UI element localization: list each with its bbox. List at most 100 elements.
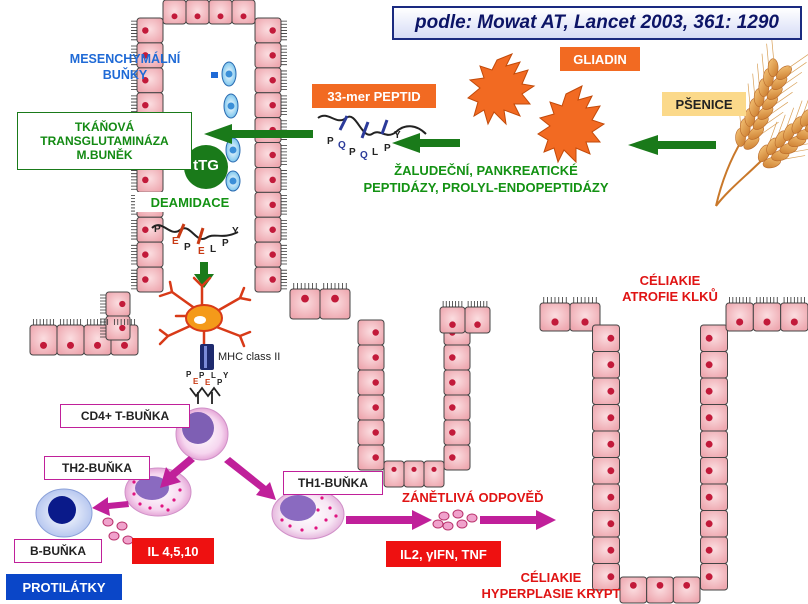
microvillus-brush <box>281 269 287 290</box>
cell-nucleus <box>736 318 744 326</box>
cell-nucleus <box>705 573 713 581</box>
crypt-hyperplasia-label: CÉLIAKIE HYPERPLASIE KRYPT <box>481 570 621 601</box>
epithelial-cell <box>136 241 164 268</box>
epithelial-cell <box>592 483 620 511</box>
cd4-t-cell-box: CD4+ T-BUŇKA <box>60 404 190 428</box>
microvillus-brush <box>59 319 82 325</box>
cell-nucleus <box>449 429 456 436</box>
microvillus-brush <box>729 297 751 303</box>
epithelial-cell <box>357 369 385 396</box>
dendritic-cell-icon <box>158 276 252 348</box>
epithelial-cell <box>443 394 471 421</box>
epithelial-cell <box>592 324 620 352</box>
microvillus-brush <box>281 20 287 41</box>
cell-nucleus <box>607 334 615 342</box>
cell-nucleus <box>119 324 126 332</box>
epithelial-cell <box>439 306 466 334</box>
cell-nucleus <box>705 387 713 395</box>
epithelial-cell <box>700 377 728 405</box>
epithelial-cell <box>254 241 282 268</box>
microvillus-brush <box>113 319 136 325</box>
cell-nucleus <box>705 467 713 475</box>
epithelial-cell <box>592 430 620 458</box>
microvillus-brush <box>131 195 137 215</box>
gliadin-protein-icon <box>467 53 606 164</box>
cell-nucleus <box>372 404 379 411</box>
tcr-receptor-icon <box>189 386 221 404</box>
cell-nucleus <box>607 440 615 448</box>
microvillus-brush <box>281 244 287 265</box>
cytokines-th2 <box>102 517 134 545</box>
epithelial-cell <box>700 483 728 511</box>
microvillus-brush <box>131 269 137 290</box>
epithelial-cell <box>592 404 620 432</box>
epithelial-cell <box>700 430 728 458</box>
wheat-box: PŠENICE <box>662 92 746 116</box>
cell-nucleus <box>474 321 481 328</box>
cell-nucleus <box>171 13 178 20</box>
microvillus-brush <box>293 283 317 289</box>
cell-nucleus <box>449 321 456 328</box>
epithelial-cell <box>700 563 728 591</box>
cell-nucleus <box>93 341 102 349</box>
cell-nucleus <box>607 414 615 422</box>
microvillus-brush <box>783 297 805 303</box>
gliadin-box: GLIADIN <box>560 47 640 71</box>
cell-nucleus <box>629 581 637 589</box>
cell-nucleus <box>607 361 615 369</box>
cell-nucleus <box>240 13 247 20</box>
inflammatory-response-label: ZÁNĚTLIVÁ ODPOVĚĎ <box>402 490 544 505</box>
microvillus-brush <box>131 20 137 41</box>
microvilli <box>32 20 805 338</box>
cell-nucleus <box>66 341 75 349</box>
mesenchymal-cells-label: MESENCHYMÁLNÍ BUŇKY <box>69 52 181 82</box>
epithelial-cell <box>357 394 385 421</box>
microvillus-brush <box>573 297 597 303</box>
epithelial-cell <box>231 0 256 25</box>
microvillus-brush <box>131 170 137 190</box>
epithelial-cell <box>185 0 210 25</box>
epithelial-cell <box>136 166 164 193</box>
cell-nucleus <box>705 493 713 501</box>
cell-nucleus <box>763 318 771 326</box>
b-cell-box: B-BUŇKA <box>14 539 102 563</box>
cell-nucleus <box>142 276 149 283</box>
cell-nucleus <box>269 201 276 209</box>
microvillus-brush <box>281 219 287 240</box>
cell-nucleus <box>301 294 309 303</box>
th1-cell-icon <box>271 488 345 540</box>
epithelial-cell <box>254 191 282 218</box>
epithelial-cell <box>357 444 385 471</box>
cell-nucleus <box>449 454 456 461</box>
microvillus-brush <box>442 301 463 307</box>
epithelial-cell <box>357 419 385 446</box>
cell-nucleus <box>790 318 798 326</box>
epithelial-cell <box>254 17 282 44</box>
peptidases-label: ŽALUDEČNÍ, PANKREATICKÉ PEPTIDÁZY, PROLY… <box>363 163 609 195</box>
cell-nucleus <box>269 52 276 59</box>
cell-nucleus <box>705 546 713 554</box>
epithelial-cell <box>254 166 282 193</box>
epithelial-cell <box>539 302 571 332</box>
il-4-5-10-box: IL 4,5,10 <box>132 538 214 564</box>
epithelial-cell <box>592 510 620 538</box>
microvillus-brush <box>131 244 137 265</box>
microvillus-brush <box>281 45 287 66</box>
cell-nucleus <box>194 13 201 20</box>
epithelial-cell <box>464 306 491 334</box>
cell-nucleus <box>142 251 149 258</box>
antibodies-box: PROTILÁTKY <box>6 574 122 600</box>
cell-nucleus <box>705 520 713 528</box>
b-cell-icon <box>35 488 93 538</box>
epithelial-cell <box>29 324 58 356</box>
epithelial-cell <box>105 291 131 317</box>
epithelial-cell <box>162 0 187 25</box>
epithelial-cell <box>254 266 282 293</box>
cell-nucleus <box>705 414 713 422</box>
villous-atrophy-label: CÉLIAKIE ATROFIE KLKŮ <box>622 273 718 304</box>
cell-nucleus <box>372 354 379 361</box>
cell-nucleus <box>142 52 149 59</box>
epithelial-cell <box>592 536 620 564</box>
th2-cell-box: TH2-BUŇKA <box>44 456 150 480</box>
cell-nucleus <box>431 466 437 472</box>
